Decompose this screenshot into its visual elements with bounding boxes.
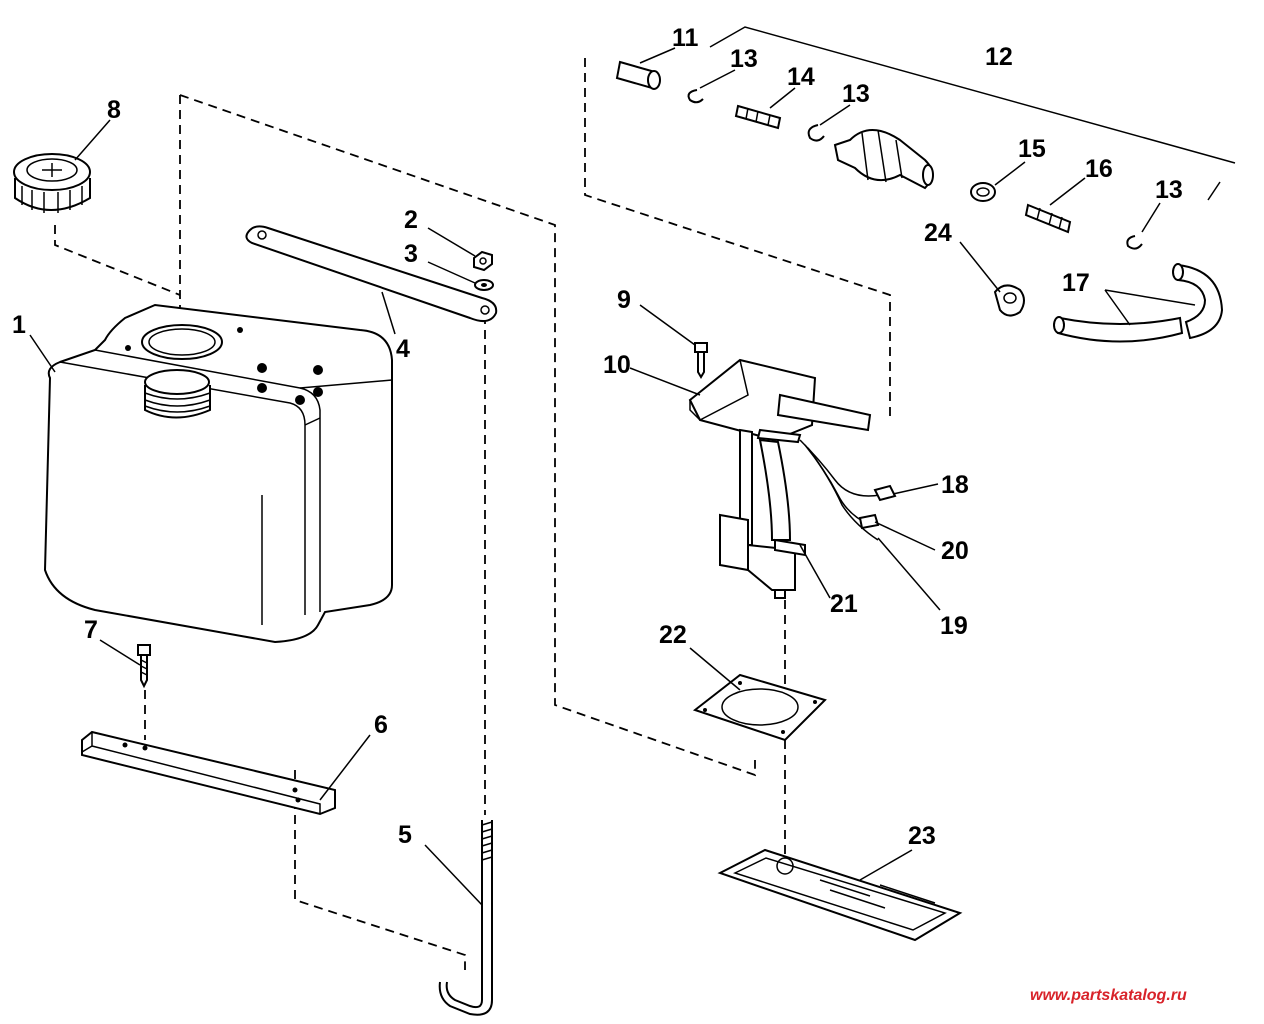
callout-1: 1 [12,311,26,339]
callout-8: 8 [107,96,121,124]
primer-bulb [833,129,934,190]
callout-13a: 13 [730,45,758,73]
clamp-13c [1126,235,1143,250]
callout-13c: 13 [1155,176,1183,204]
fuel-tank [43,303,393,644]
callout-23: 23 [908,822,936,850]
fuel-hoses [1053,263,1224,343]
callout-20: 20 [941,537,969,565]
connector-11 [615,60,661,90]
callout-18: 18 [941,471,969,499]
callout-2: 2 [404,206,418,234]
hold-down-strap [245,225,498,323]
fuel-pickup-assembly [688,358,897,599]
clamp-24 [993,284,1025,317]
callout-7: 7 [84,616,98,644]
screw-7 [137,644,151,689]
clamp-15 [970,182,996,202]
mounting-bracket [81,730,336,816]
screw-9 [694,342,708,379]
callout-17: 17 [1062,269,1090,297]
callout-16: 16 [1085,155,1113,183]
callout-12: 12 [985,43,1013,71]
callout-6: 6 [374,711,388,739]
clamp-13a [687,89,704,104]
leader-lines [29,26,1236,906]
fitting-14 [734,104,782,130]
callout-3: 3 [404,240,418,268]
nut-and-washer [473,250,494,291]
clamp-13b [807,124,825,142]
callout-10: 10 [603,351,631,379]
fuel-cap [13,153,91,213]
callout-15: 15 [1018,135,1046,163]
callout-4: 4 [396,335,410,363]
callout-11: 11 [672,24,699,52]
j-bolt [438,820,493,1016]
callout-21: 21 [830,590,858,618]
assembly-dashed-lines [54,58,891,970]
callout-9: 9 [617,286,631,314]
callout-labels: 1 2 3 4 5 6 7 8 9 10 11 12 13 14 13 15 1… [12,24,1183,850]
callout-13b: 13 [842,80,870,108]
callout-22: 22 [659,621,687,649]
callout-5: 5 [398,821,412,849]
decal-plate [717,848,963,942]
callout-24: 24 [924,219,952,247]
callout-19: 19 [940,612,968,640]
fitting-16 [1024,203,1072,234]
watermark-text: www.partskatalog.ru [1030,987,1187,1004]
gasket [692,673,827,742]
callout-14: 14 [787,63,815,91]
